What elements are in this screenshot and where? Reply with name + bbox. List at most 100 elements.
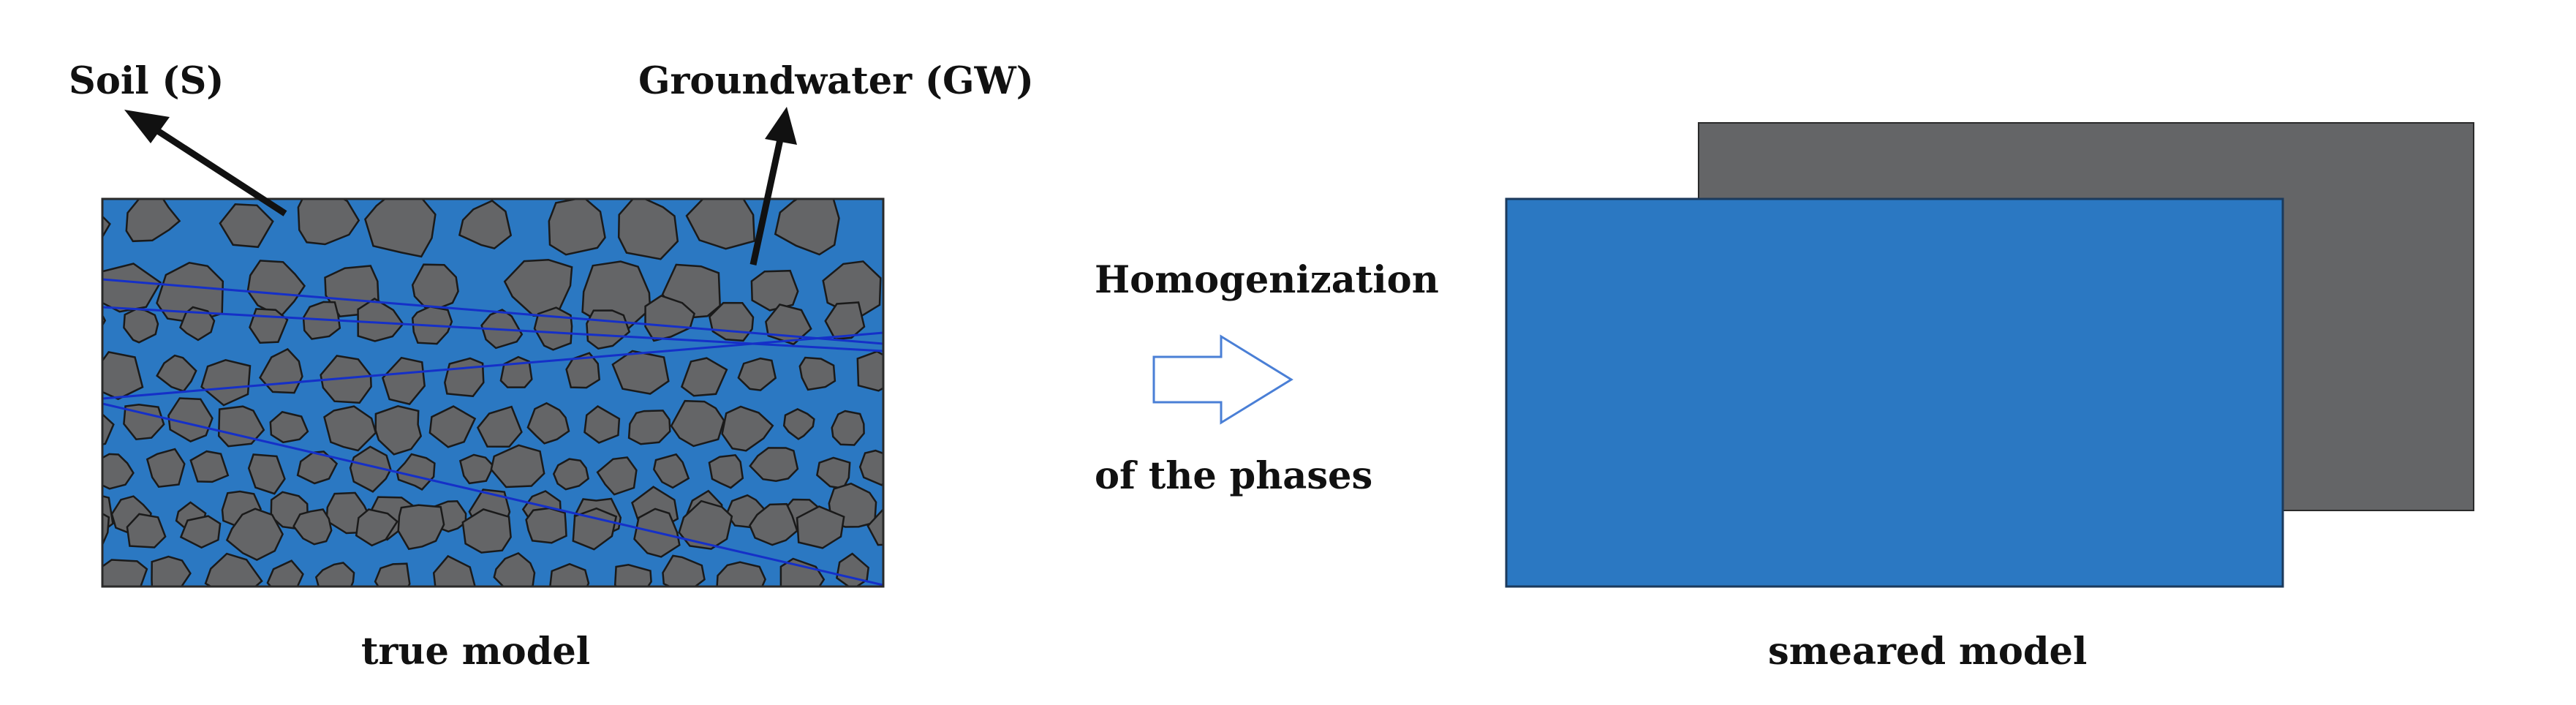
soil-grain bbox=[525, 507, 567, 544]
soil-grain bbox=[297, 199, 360, 246]
soil-grain bbox=[102, 559, 148, 587]
groundwater-lens-lines bbox=[102, 278, 883, 587]
soil-grain bbox=[549, 562, 590, 587]
soil-grain bbox=[831, 410, 865, 446]
soil-grain bbox=[225, 508, 284, 561]
soil-grain bbox=[269, 410, 309, 444]
soil-grain bbox=[583, 404, 621, 444]
smeared-model-caption: smeared model bbox=[1768, 630, 2088, 674]
of-the-phases-label: of the phases bbox=[1095, 454, 1373, 498]
soil-grain bbox=[296, 450, 339, 485]
soil-grain bbox=[611, 350, 670, 395]
soil-grain bbox=[156, 261, 224, 324]
soil-grain bbox=[102, 453, 135, 490]
soil-grain bbox=[125, 199, 181, 243]
soil-grain bbox=[565, 352, 601, 389]
smeared-groundwater-phase bbox=[1505, 197, 2284, 588]
true-model-border bbox=[101, 197, 885, 588]
soil-grain bbox=[708, 453, 744, 489]
lens-line bbox=[102, 278, 883, 345]
soil-grain bbox=[102, 263, 162, 313]
soil-grain bbox=[836, 552, 870, 587]
soil-grain bbox=[748, 502, 798, 546]
soil-grain bbox=[123, 308, 159, 344]
soil-grain bbox=[596, 456, 638, 496]
soil-grain bbox=[146, 448, 186, 489]
soil-grain bbox=[798, 356, 836, 391]
soil-grain bbox=[782, 408, 815, 440]
soil-grain bbox=[652, 453, 690, 489]
soil-grain bbox=[490, 444, 545, 489]
lens-line bbox=[102, 402, 883, 587]
true-model-panel bbox=[101, 197, 885, 588]
soil-grain bbox=[613, 564, 652, 587]
soil-grain bbox=[774, 199, 840, 256]
soil-grain bbox=[548, 199, 606, 256]
soil-grain bbox=[364, 199, 437, 258]
soil-grain bbox=[396, 453, 436, 491]
soil-grain bbox=[858, 449, 883, 486]
soil-grain bbox=[526, 401, 570, 445]
soil-grain bbox=[678, 499, 733, 550]
soil-grain bbox=[200, 358, 252, 407]
soil-grain bbox=[314, 562, 355, 587]
soil-grain bbox=[156, 354, 197, 393]
soil-grain bbox=[750, 269, 799, 312]
soil-grain bbox=[796, 505, 845, 549]
homogenization-label: Homogenization bbox=[1095, 258, 1439, 302]
soil-grain bbox=[381, 356, 426, 405]
soil-grain bbox=[204, 552, 263, 587]
soil-grain bbox=[662, 554, 706, 587]
soil-grain bbox=[428, 405, 477, 448]
soil-grain bbox=[151, 555, 192, 587]
homogenization-arrow-icon bbox=[1152, 334, 1293, 425]
soil-grain bbox=[323, 405, 377, 452]
soil-grain bbox=[102, 215, 111, 239]
soil-grain bbox=[737, 357, 777, 391]
soil-grain bbox=[866, 508, 883, 546]
soil-grain bbox=[247, 453, 286, 495]
soil-grain bbox=[458, 200, 513, 249]
soil-grain bbox=[374, 562, 411, 587]
soil-grain bbox=[266, 559, 304, 587]
soil-grain bbox=[123, 403, 165, 441]
soil-grain bbox=[476, 405, 523, 448]
soil-grain bbox=[374, 404, 423, 456]
groundwater-pointer-arrow bbox=[749, 107, 797, 265]
soil-grain bbox=[320, 355, 372, 404]
soil-grain bbox=[644, 295, 696, 342]
soil-grain bbox=[179, 515, 222, 549]
soil-grain bbox=[685, 199, 755, 250]
soil-grain bbox=[461, 508, 512, 554]
soil-grain bbox=[493, 551, 536, 587]
soil-grain bbox=[458, 453, 495, 485]
soil-grain bbox=[355, 508, 399, 547]
soil-grain bbox=[189, 450, 230, 483]
soil-grain bbox=[680, 357, 728, 397]
soil-grain bbox=[102, 412, 115, 446]
soil-grain bbox=[126, 513, 167, 548]
soil-grain bbox=[102, 313, 107, 328]
lens-line bbox=[102, 306, 883, 352]
soil-grain bbox=[102, 513, 110, 547]
soil-grain bbox=[716, 561, 766, 587]
soil-pointer-arrow bbox=[124, 110, 287, 216]
soil-grain bbox=[444, 357, 485, 398]
soil-grain bbox=[856, 350, 883, 392]
groundwater-label: Groundwater (GW) bbox=[638, 59, 1034, 103]
soil-grain bbox=[102, 351, 144, 400]
soil-grain bbox=[627, 410, 671, 445]
soil-grain bbox=[552, 458, 589, 491]
soil-grain bbox=[292, 508, 333, 546]
soil-grain bbox=[167, 397, 214, 442]
soil-grain bbox=[397, 504, 445, 551]
soil-grain bbox=[721, 405, 774, 452]
soil-grain bbox=[572, 507, 618, 551]
soil-grain bbox=[617, 199, 679, 260]
soil-grain bbox=[670, 399, 725, 448]
soil-grains bbox=[102, 199, 883, 587]
soil-grain bbox=[217, 405, 265, 448]
soil-grain bbox=[749, 447, 799, 482]
